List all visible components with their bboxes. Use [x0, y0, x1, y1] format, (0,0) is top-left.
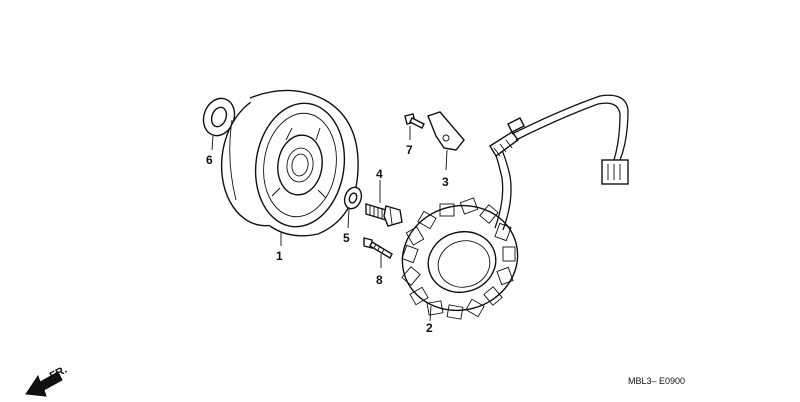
- flywheel-rotor-part-1[interactable]: [213, 88, 359, 237]
- leader-line-3: [445, 149, 448, 171]
- callout-7: 7: [406, 143, 413, 157]
- callout-3: 3: [442, 175, 449, 189]
- callout-5: 5: [343, 231, 350, 245]
- arrow-icon: [25, 371, 63, 397]
- leader-line-5: [347, 208, 350, 229]
- leader-line-2: [429, 305, 432, 322]
- front-direction-arrow: FR.: [25, 364, 69, 397]
- bracket-part-3[interactable]: [427, 111, 465, 151]
- stator-part-2[interactable]: [391, 94, 629, 323]
- diagram-code: MBL3– E0900: [628, 376, 685, 386]
- leader-line-6: [211, 135, 214, 151]
- callout-8: 8: [376, 273, 383, 287]
- callout-2: 2: [426, 321, 433, 335]
- callout-4: 4: [376, 167, 383, 181]
- connector: [601, 159, 629, 185]
- direction-label: FR.: [48, 364, 69, 383]
- washer-part-5[interactable]: [342, 185, 365, 211]
- bolt-part-4[interactable]: [365, 203, 403, 227]
- callout-6: 6: [206, 153, 213, 167]
- bolt-part-7[interactable]: [404, 113, 425, 129]
- screw-part-8[interactable]: [363, 237, 393, 259]
- callout-1: 1: [276, 249, 283, 263]
